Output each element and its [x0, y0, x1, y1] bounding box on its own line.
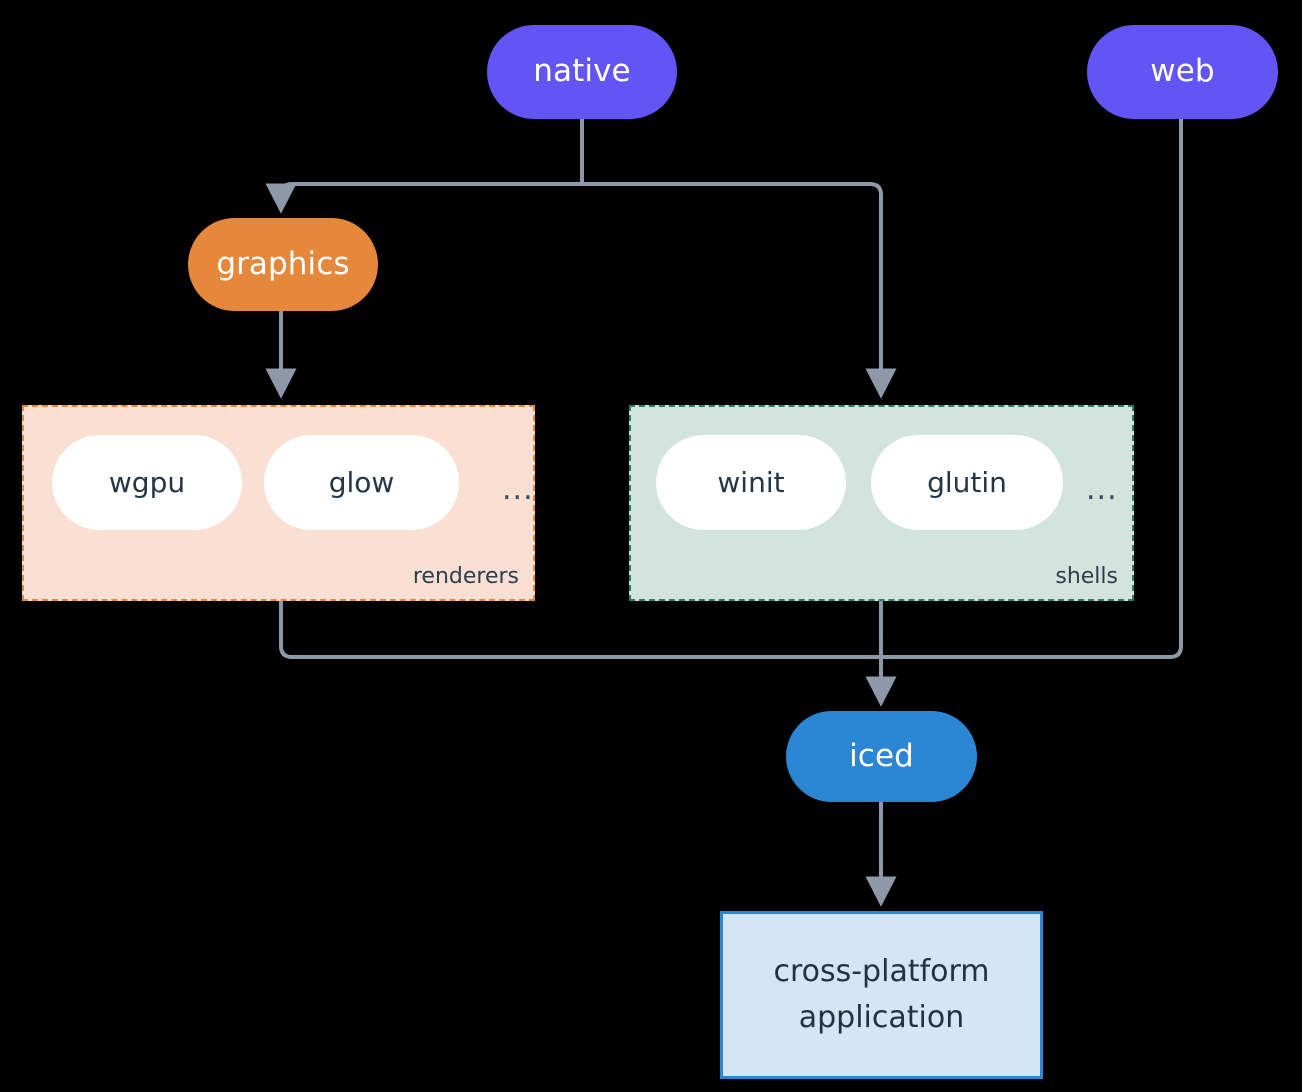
application-label-line1: cross-platform [773, 953, 990, 989]
node-graphics[interactable]: graphics [188, 218, 378, 311]
node-native[interactable]: native [487, 25, 677, 119]
node-iced[interactable]: iced [786, 711, 977, 802]
node-cross-platform-application[interactable]: cross-platform application [720, 911, 1043, 1079]
group-shells[interactable]: winit glutin ... shells [629, 405, 1134, 601]
renderers-ellipsis: ... [502, 472, 534, 507]
edge-renderers-to-iced [279, 599, 883, 659]
chip-glow[interactable]: glow [264, 435, 459, 530]
group-label-renderers: renderers [412, 564, 519, 589]
edge-native-to-shells [580, 182, 897, 399]
application-label-line2: application [798, 1000, 965, 1035]
shells-ellipsis: ... [1086, 472, 1118, 507]
chip-glutin[interactable]: glutin [871, 435, 1063, 530]
chip-wgpu[interactable]: wgpu [52, 435, 242, 530]
node-web[interactable]: web [1087, 25, 1278, 119]
group-renderers[interactable]: wgpu glow ... renderers [22, 405, 535, 601]
group-label-shells: shells [1055, 564, 1118, 589]
edge-native-to-graphics [265, 182, 584, 214]
chip-winit[interactable]: winit [656, 435, 846, 530]
